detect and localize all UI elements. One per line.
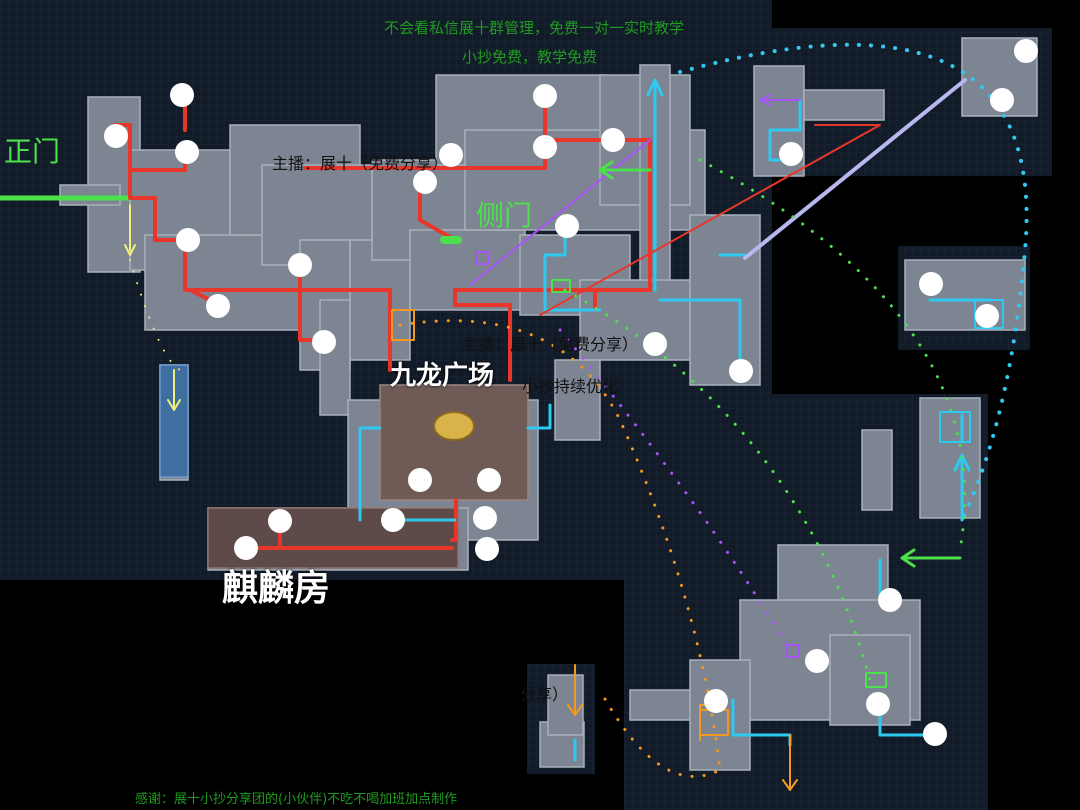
room [861, 429, 893, 511]
waypoint-marker [779, 142, 803, 166]
room [59, 184, 121, 206]
waypoint-marker [439, 143, 463, 167]
label-jiulong-plaza: 九龙广场 [390, 361, 495, 391]
top-note-2: 小抄免费，教学免费 [462, 48, 598, 66]
waypoint-box [865, 672, 887, 688]
waypoint-marker [408, 468, 432, 492]
main-route [113, 93, 652, 550]
room [904, 259, 1026, 331]
green-dotted [563, 158, 967, 682]
green-arrow [598, 160, 962, 568]
top-note-1: 不会看私信展十群管理，免费一对一实时教学 [384, 19, 685, 37]
waypoint-marker [288, 253, 312, 277]
waypoint-marker [990, 88, 1014, 112]
yellow-arrow [124, 204, 181, 411]
waypoint-marker [866, 692, 890, 716]
waypoint-box [391, 309, 415, 341]
waypoint-marker [473, 506, 497, 530]
waypoint-marker [975, 304, 999, 328]
room [554, 359, 601, 441]
waypoint-marker [477, 468, 501, 492]
waypoint-marker [104, 124, 128, 148]
waypoint-box [974, 299, 1004, 329]
streamer-credit-2: 主播：展十（免费分享） [462, 335, 639, 354]
waypoint-marker [601, 128, 625, 152]
waypoint-marker [176, 228, 200, 252]
waypoint-marker [704, 689, 728, 713]
waypoint-marker [805, 649, 829, 673]
orange-arrow [567, 664, 798, 791]
waypoint-marker [475, 537, 499, 561]
streamer-credit-3: 分享） [520, 685, 569, 704]
waypoint-marker [919, 272, 943, 296]
red-arrow-route [539, 124, 881, 316]
waypoint-marker [312, 330, 336, 354]
credits-note: 感谢：展十小抄分享团的(小伙伴)不吃不喝加班加点制作 [135, 792, 458, 807]
room [409, 229, 526, 311]
room [803, 89, 885, 121]
streamer-credit-1: 主播：展十（免费分享） [272, 154, 449, 173]
waypoint-marker [234, 536, 258, 560]
purple-route [469, 94, 801, 286]
waypoint-marker [533, 135, 557, 159]
jiulong-plaza-room [379, 384, 529, 501]
waypoint-marker [729, 359, 753, 383]
waypoint-marker [175, 140, 199, 164]
golden-boss-icon [433, 411, 475, 441]
waypoint-marker [381, 508, 405, 532]
waypoint-marker [643, 332, 667, 356]
waypoint-marker [268, 509, 292, 533]
label-side-gate: 侧门 [476, 199, 533, 232]
label-qilin-room: 麒麟房 [222, 568, 331, 609]
routes [0, 42, 1029, 791]
waypoint-marker [923, 722, 947, 746]
waypoint-marker [413, 170, 437, 194]
markers [104, 39, 1038, 746]
lavender-route [743, 78, 967, 260]
waypoint-box [551, 279, 571, 293]
label-main-gate: 正门 [4, 135, 61, 168]
waypoint-marker [206, 294, 230, 318]
room [319, 299, 351, 416]
waypoint-marker [533, 84, 557, 108]
waypoint-marker [1014, 39, 1038, 63]
optimize-note: 小抄持续优化 [522, 377, 619, 396]
waypoint-box [939, 411, 971, 443]
room [547, 674, 584, 736]
waypoint-box [475, 251, 489, 265]
cyan-dotted [678, 42, 1029, 522]
waypoint-box [786, 644, 800, 658]
waypoint-marker [878, 588, 902, 612]
side-gate-marker [440, 236, 462, 244]
cyan-route [358, 78, 992, 762]
waypoint-marker [555, 214, 579, 238]
waypoint-marker [170, 83, 194, 107]
